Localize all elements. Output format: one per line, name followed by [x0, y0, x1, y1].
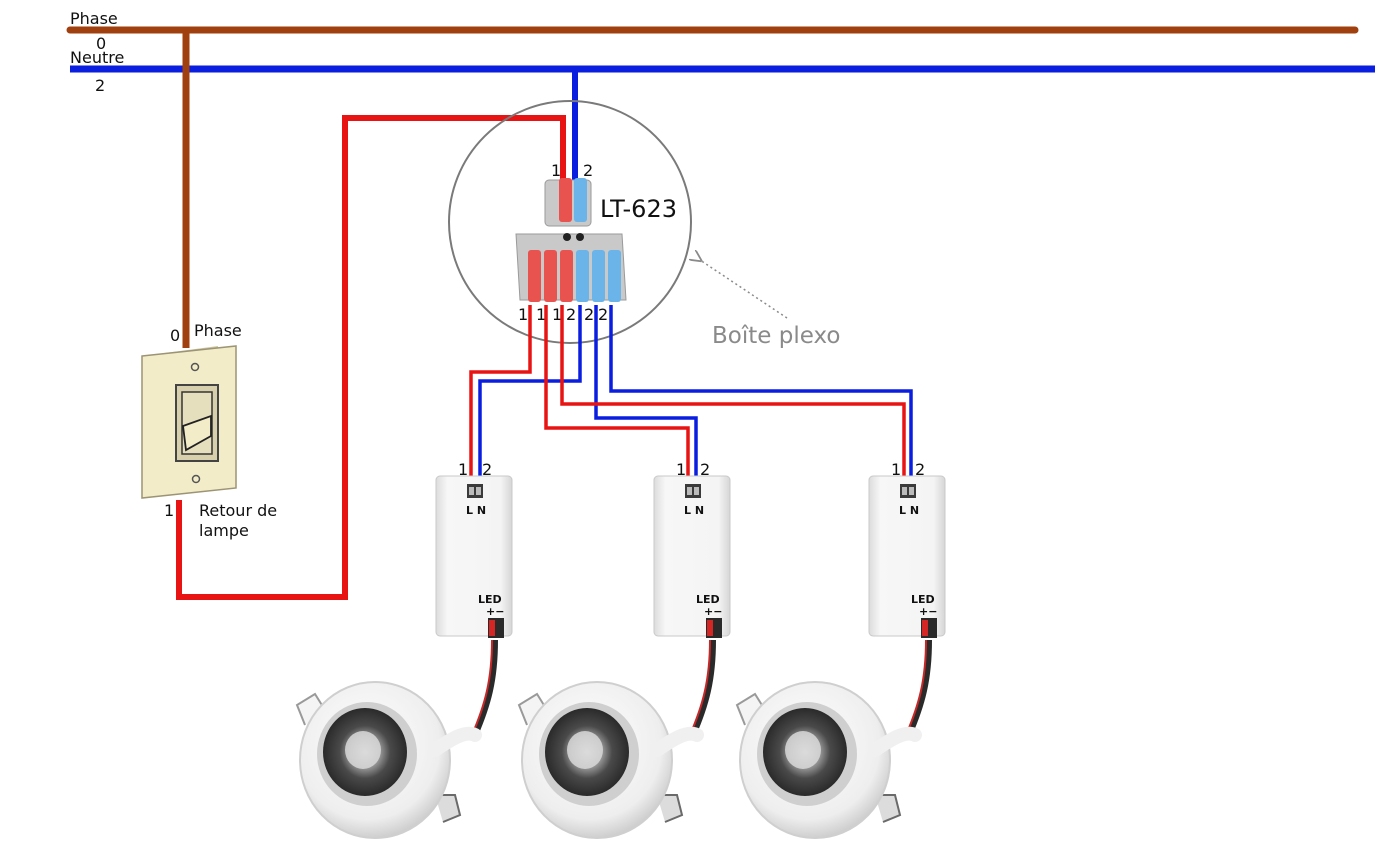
connector-lever-6[interactable]: [608, 250, 621, 302]
spot3-cable-red: [905, 639, 927, 736]
phase-bus-number: 0: [96, 34, 106, 53]
driver-input-label: L N: [899, 504, 919, 517]
spot-clip-right: [875, 794, 902, 823]
driver-output-slot: [707, 620, 713, 636]
light-switch[interactable]: 0 Phase 1 Retour de lampe: [141, 321, 277, 540]
phase-bus-label: Phase: [70, 9, 118, 28]
spot-side-cable: [650, 726, 704, 757]
spot2-cable: [690, 639, 716, 737]
connector-bottom-hole-2: [576, 233, 584, 241]
driver-input-slot-l: [902, 487, 907, 495]
spot-cables: [471, 639, 932, 737]
spot3-cable: [906, 639, 932, 737]
driver1-neutre-wire: [478, 305, 582, 486]
driver-input-slot-l: [469, 487, 474, 495]
connector-lever-2[interactable]: [544, 250, 557, 302]
connector-lever-5[interactable]: [592, 250, 605, 302]
connector-lever-4[interactable]: [576, 250, 589, 302]
driver-output-label: LED: [911, 593, 935, 606]
connector-lever-3[interactable]: [560, 250, 573, 302]
driver-polarity-label: +−: [486, 605, 504, 618]
driver-polarity-label: +−: [919, 605, 937, 618]
plexo-pointer-arrow: [700, 260, 788, 319]
branch-wires: [469, 305, 913, 486]
neutre-bus-label: Neutre: [70, 48, 124, 67]
switch-retour-label-line1: Retour de: [199, 501, 277, 520]
spot1-cable: [472, 639, 498, 737]
connector-bottom-terminal-2: 1: [536, 305, 546, 324]
spot-lens: [567, 731, 603, 769]
spot-side-cable: [868, 726, 922, 757]
switch-screw-bottom: [191, 474, 201, 484]
driver-body: [435, 475, 513, 637]
connector-top-terminal-2: 2: [583, 161, 593, 180]
spot2-cable-red: [689, 639, 711, 736]
switch-bottom-number: 1: [164, 501, 174, 520]
driver-terminal-2-label: 2: [482, 460, 492, 479]
driver-output-label: LED: [696, 593, 720, 606]
driver-terminal-1-label: 1: [676, 460, 686, 479]
led-spotlight-icon: [517, 681, 704, 839]
driver3-phase-wire: [560, 305, 906, 486]
led-spotlight-icon: [735, 681, 922, 839]
driver-polarity-label: +−: [704, 605, 722, 618]
connector-top-lever-red[interactable]: [559, 178, 572, 222]
switch-rocker[interactable]: [182, 414, 212, 452]
connector-bottom-hole-1: [563, 233, 571, 241]
driver-input-slot-l: [687, 487, 692, 495]
spot-side-cable: [428, 726, 482, 757]
spot-clip-right: [657, 794, 684, 823]
led-spotlight-icon: [295, 681, 482, 839]
connector-bottom-terminal-3: 1: [552, 305, 562, 324]
driver-terminal-1-label: 1: [458, 460, 468, 479]
driver1-phase-wire: [469, 305, 532, 486]
connector-top-terminal-1: 1: [551, 161, 561, 180]
spot-lens: [345, 731, 381, 769]
switch-top-label: Phase: [194, 321, 242, 340]
connector-model-label: LT-623: [600, 195, 677, 223]
driver-input-slot-n: [909, 487, 914, 495]
driver-terminal-2-label: 2: [915, 460, 925, 479]
connector-bottom-terminal-6: 2: [598, 305, 608, 324]
connector-bottom-terminal-4: 2: [566, 305, 576, 324]
driver-body: [868, 475, 946, 637]
driver2-phase-wire: [544, 305, 690, 486]
connector-top-lever-blue[interactable]: [574, 178, 587, 222]
spot-clip-left: [735, 692, 766, 726]
driver2-neutre-wire: [594, 305, 698, 486]
connector-bottom-terminal-5: 2: [584, 305, 594, 324]
driver-terminal-1-label: 1: [891, 460, 901, 479]
driver-output-slot: [922, 620, 928, 636]
driver-input-label: L N: [684, 504, 704, 517]
switch-screw-top: [190, 362, 200, 372]
driver-input-slot-n: [476, 487, 481, 495]
connector-bottom-terminal-1: 1: [518, 305, 528, 324]
driver3-neutre-wire: [609, 305, 913, 486]
junction-box: 1 2 LT-623 1 1 1 2 2 2 Boîte plexo: [448, 100, 840, 349]
led-driver-1: L N LED +− 1 2: [435, 460, 513, 638]
driver-input-label: L N: [466, 504, 486, 517]
spot-lens: [785, 731, 821, 769]
retour-lampe-wire: [176, 115, 566, 600]
spot-clip-left: [295, 692, 326, 726]
led-driver-3: L N LED +− 1 2: [868, 460, 946, 638]
spot1-cable-red: [471, 639, 493, 736]
bus-lines: Phase 0 Neutre 2: [66, 9, 1375, 95]
spot-clip-left: [517, 692, 548, 726]
led-driver-2: L N LED +− 1 2: [653, 460, 731, 638]
driver-output-slot: [489, 620, 495, 636]
spot-clip-right: [435, 794, 462, 823]
driver-input-slot-n: [694, 487, 699, 495]
boite-plexo-circle: [448, 100, 692, 344]
driver-body: [653, 475, 731, 637]
switch-retour-label-line2: lampe: [199, 521, 249, 540]
boite-plexo-label: Boîte plexo: [712, 323, 840, 349]
driver-terminal-2-label: 2: [700, 460, 710, 479]
driver-output-label: LED: [478, 593, 502, 606]
neutre-bus-number: 2: [95, 76, 105, 95]
connector-lever-1[interactable]: [528, 250, 541, 302]
switch-top-number: 0: [170, 326, 180, 345]
